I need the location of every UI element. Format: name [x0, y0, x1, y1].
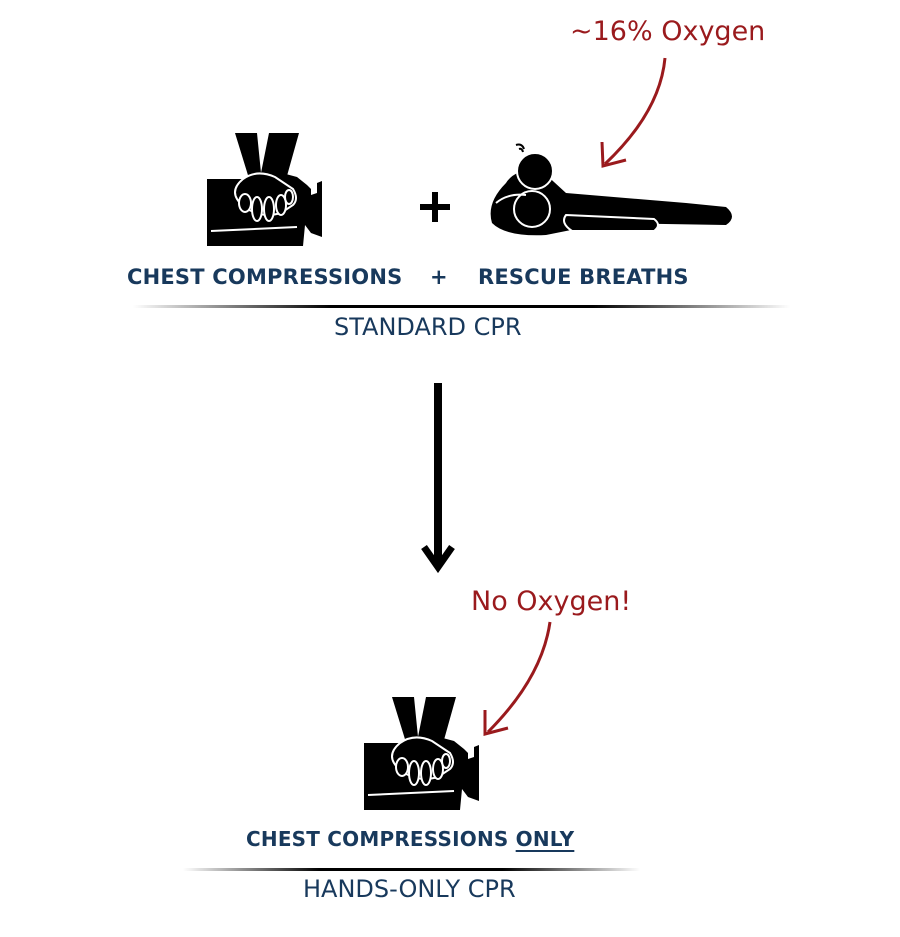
chest-compressions-only-label: CHEST COMPRESSIONS ONLY: [246, 827, 574, 851]
divider: [133, 305, 790, 308]
plus-icon: [420, 192, 450, 222]
plus-label: +: [430, 265, 448, 289]
down-arrow-icon: [421, 383, 455, 573]
rescue-breaths-label: RESCUE BREATHS: [478, 265, 689, 289]
label-prefix: CHEST COMPRESSIONS: [246, 827, 509, 851]
chest-compressions-only-icon: [364, 697, 479, 810]
oxygen-annotation-hands-only: No Oxygen!: [471, 586, 632, 617]
standard-cpr-title: STANDARD CPR: [334, 313, 522, 341]
annotation-arrow-standard: [600, 57, 667, 168]
label-emphasis: ONLY: [515, 827, 575, 851]
annotation-arrow-hands-only: [483, 621, 552, 736]
oxygen-annotation-standard: ~16% Oxygen: [570, 16, 766, 47]
hands-only-cpr-title: HANDS-ONLY CPR: [303, 875, 516, 903]
chest-compressions-icon: [207, 133, 322, 246]
divider: [183, 868, 640, 871]
chest-compressions-label: CHEST COMPRESSIONS: [127, 265, 403, 289]
rescue-breaths-icon: [490, 143, 732, 236]
